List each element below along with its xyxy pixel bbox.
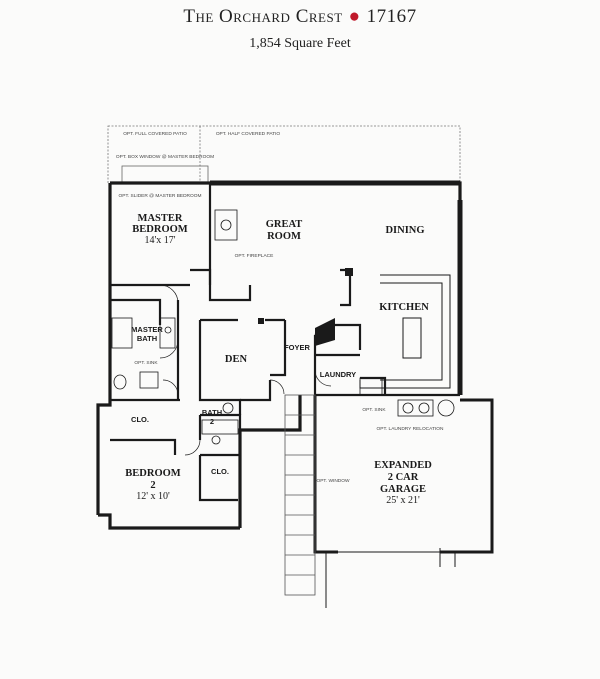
exterior-walls [96,181,462,530]
garage-label-3: GARAGE [380,484,426,495]
opt-box-window: OPT. BOX WINDOW @ MASTER BEDROOM [116,154,214,160]
solid-elements [258,268,353,346]
rear-windows [210,180,463,395]
opt-fireplace: OPT. FIREPLACE [235,253,274,259]
opt-garage-window: OPT. WINDOW [316,478,350,484]
interior-walls [110,183,460,502]
opt-half-patio: OPT. HALF COVERED PATIO [216,131,281,137]
master-bedroom-dims: 14'x 17' [144,235,175,246]
bedroom2-closet-label: CLO. [211,467,229,476]
kitchen-counters [359,274,451,389]
optional-box-window [121,165,209,183]
plan-name: The Orchard Crest [183,6,343,27]
bedroom2-label-1: BEDROOM [125,468,181,479]
room-labels: MASTER BEDROOM 14'x 17' GREAT ROOM DININ… [125,213,432,506]
door-swings [159,284,332,456]
master-closet-label: CLO. [131,415,149,424]
master-bath-label-2: BATH [137,334,157,343]
garage-door [325,548,456,608]
foyer-label: FOYER [284,343,310,352]
master-bath-label-1: MASTER [131,325,163,334]
page-title: The Orchard Crest●17167 [0,6,600,28]
red-dot-icon: ● [348,6,361,27]
great-room-label-2: ROOM [267,231,301,242]
garage-label-1: EXPANDED [374,460,432,471]
opt-full-patio: OPT. FULL COVERED PATIO [123,131,187,137]
bedroom2-label-2: 2 [150,480,155,491]
laundry-label: LAUNDRY [320,370,356,379]
bedroom2-dims: 12' x 10' [136,491,170,502]
square-footage: 1,854 Square Feet [249,36,351,51]
opt-sink-laundry: OPT. SINK [362,407,386,413]
option-notes: OPT. FULL COVERED PATIO OPT. HALF COVERE… [116,131,444,484]
front-walkway [284,394,316,596]
bath2-label-2: 2 [210,417,214,426]
great-room-label-1: GREAT [266,219,303,230]
bath2-label-1: BATH [202,408,222,417]
master-bedroom-label-1: MASTER [138,213,183,224]
opt-laundry-relocation: OPT. LAUNDRY RELOCATION [377,426,444,432]
dining-label: DINING [385,225,424,236]
opt-sink-master: OPT. SINK [134,360,158,366]
garage-dims: 25' x 21' [386,495,420,506]
den-label: DEN [225,354,248,365]
garage-label-2: 2 CAR [388,472,419,483]
plan-number: 17167 [366,6,417,27]
fixtures [111,209,455,445]
kitchen-label: KITCHEN [379,302,429,313]
opt-slider: OPT. SLIDER @ MASTER BEDROOM [119,193,202,199]
master-bedroom-label-2: BEDROOM [132,224,188,235]
